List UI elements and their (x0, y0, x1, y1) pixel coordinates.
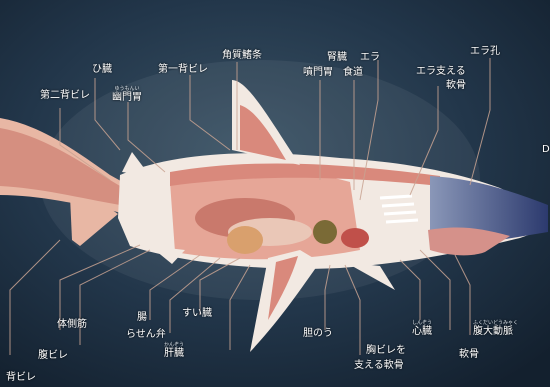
label-lateral-muscle: 体側筋 (57, 319, 87, 330)
label-edge-letter: D (542, 144, 550, 155)
spiral-valve-organ (313, 220, 337, 244)
label-kidney: 腎臓 (327, 52, 347, 63)
label-tail-spleen: ひ臓 (92, 64, 112, 75)
label-ventral-aorta: ふくだいどうみゃく腹大動脈 (473, 320, 518, 337)
label-dorsal-fin-bottom: 背ビレ (6, 372, 36, 383)
label-second-dorsal-fin: 第二背ビレ (40, 90, 90, 101)
label-first-dorsal-fin: 第一背ビレ (158, 64, 208, 75)
label-pectoral-fin-support: 胸ビレを (366, 345, 406, 356)
label-cartilage: 軟骨 (459, 349, 479, 360)
label-intestine: 腸 (137, 312, 147, 323)
label-gill-support-2: 軟骨 (446, 80, 466, 91)
label-gill-slit: エラ孔 (470, 46, 500, 57)
label-pyloric-stomach: ゆうもんい幽門胃 (112, 86, 142, 103)
label-gallbladder: 胆のう (303, 328, 333, 339)
label-heart: しんぞう心臓 (412, 320, 432, 337)
label-cardiac-region: 角質鰭条 (222, 50, 262, 61)
label-liver: かんぞう肝臓 (164, 342, 184, 359)
label-pancreas: すい臓 (182, 308, 212, 319)
label-pelvic-fin: 腹ビレ (38, 350, 68, 361)
heart-organ (341, 228, 369, 248)
label-stomach: 噴門胃 (303, 67, 333, 78)
label-esophagus: 食道 (343, 67, 363, 78)
label-pectoral-fin-support-2: 支える軟骨 (354, 360, 404, 371)
label-gill-support: エラ支える (416, 66, 466, 77)
intestine-organ (227, 226, 263, 254)
label-spiral-valve: らせん弁 (126, 329, 166, 340)
label-gill: エラ (360, 52, 380, 63)
